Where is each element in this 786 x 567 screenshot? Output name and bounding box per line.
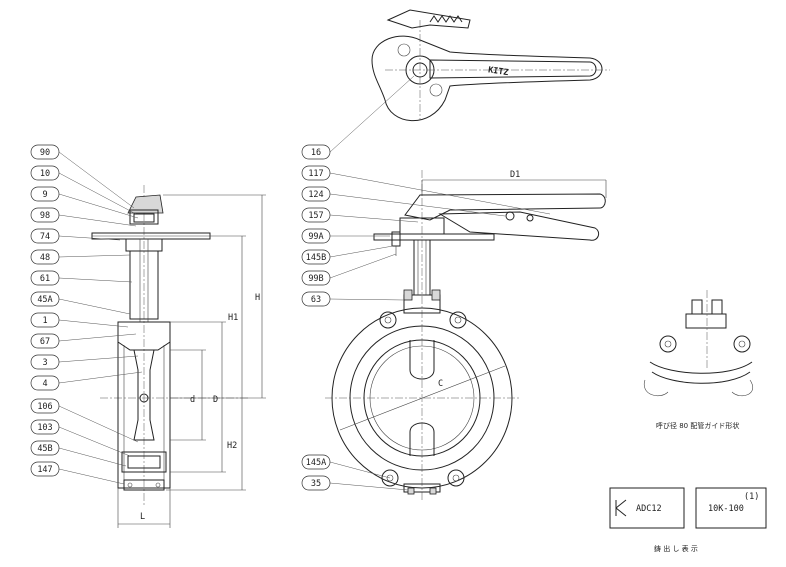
section-view: H H1 H2 D d L bbox=[91, 185, 266, 528]
svg-text:1: 1 bbox=[42, 316, 47, 326]
part-bubble: 157 bbox=[301, 207, 331, 223]
kitz-mark-icon bbox=[615, 499, 627, 517]
svg-text:16: 16 bbox=[311, 148, 321, 158]
part-bubble: 4 bbox=[30, 375, 60, 391]
dim-d-inner-label: d bbox=[190, 395, 195, 405]
svg-text:4: 4 bbox=[42, 379, 47, 389]
svg-text:61: 61 bbox=[40, 274, 50, 284]
svg-text:145A: 145A bbox=[306, 458, 326, 468]
right-leaders bbox=[329, 75, 551, 491]
marking-caption: 鋳 出 し 表 示 bbox=[654, 544, 698, 553]
svg-text:90: 90 bbox=[40, 148, 50, 158]
part-bubble: 10 bbox=[30, 165, 60, 181]
svg-text:145B: 145B bbox=[306, 253, 326, 263]
detail-caption: 呼び径 80 配管ガイド形状 bbox=[656, 421, 739, 430]
dim-l-label: L bbox=[140, 512, 145, 522]
part-bubble: 106 bbox=[30, 398, 60, 414]
svg-text:63: 63 bbox=[311, 295, 321, 305]
part-bubble: 48 bbox=[30, 249, 60, 265]
part-bubbles-left: 90 10 9 98 74 48 61 45A 1 67 3 4 106 103… bbox=[30, 144, 60, 477]
part-bubble: 98 bbox=[30, 207, 60, 223]
dim-d-outer-label: D bbox=[213, 395, 218, 405]
part-bubble: 99A bbox=[301, 228, 331, 244]
part-bubble: 9 bbox=[30, 186, 60, 202]
svg-text:98: 98 bbox=[40, 211, 50, 221]
svg-text:3: 3 bbox=[42, 358, 47, 368]
dim-d1-label: D1 bbox=[510, 170, 520, 180]
svg-text:103: 103 bbox=[37, 423, 52, 433]
part-bubble: 63 bbox=[301, 291, 331, 307]
part-bubble: 99B bbox=[301, 270, 331, 286]
part-bubble: 90 bbox=[30, 144, 60, 160]
svg-text:35: 35 bbox=[311, 479, 321, 489]
part-bubble: 67 bbox=[30, 333, 60, 349]
svg-text:106: 106 bbox=[37, 402, 52, 412]
material-mark: ADC12 bbox=[636, 504, 662, 514]
part-bubble: 124 bbox=[301, 186, 331, 202]
part-bubble: 45A bbox=[30, 291, 60, 307]
svg-text:99B: 99B bbox=[308, 274, 323, 284]
part-bubble: 35 bbox=[301, 475, 331, 491]
dim-h-label: H bbox=[255, 293, 260, 303]
svg-text:147: 147 bbox=[37, 465, 52, 475]
svg-text:9: 9 bbox=[42, 190, 47, 200]
dim-c-label: C bbox=[438, 379, 443, 389]
svg-text:67: 67 bbox=[40, 337, 50, 347]
svg-text:157: 157 bbox=[308, 211, 323, 221]
part-bubble: 103 bbox=[30, 419, 60, 435]
dim-h2-label: H2 bbox=[227, 441, 237, 451]
part-bubble: 3 bbox=[30, 354, 60, 370]
part-bubble: 1 bbox=[30, 312, 60, 328]
svg-text:45A: 45A bbox=[37, 295, 52, 305]
svg-text:45B: 45B bbox=[37, 444, 52, 454]
part-bubble: 147 bbox=[30, 461, 60, 477]
part-bubble: 74 bbox=[30, 228, 60, 244]
handle-brand-text: KITZ bbox=[487, 65, 509, 78]
rating-note: (1) bbox=[744, 492, 759, 502]
part-bubble: 145A bbox=[301, 454, 331, 470]
part-bubble: 61 bbox=[30, 270, 60, 286]
dim-h1-label: H1 bbox=[228, 313, 238, 323]
part-bubble: 117 bbox=[301, 165, 331, 181]
casting-marking: ADC12 (1) 10K-100 鋳 出 し 表 示 bbox=[609, 487, 767, 553]
svg-text:117: 117 bbox=[308, 169, 323, 179]
svg-text:74: 74 bbox=[40, 232, 50, 242]
rating-mark: 10K-100 bbox=[708, 504, 744, 514]
part-bubble: 45B bbox=[30, 440, 60, 456]
part-bubbles-right: 16 117 124 157 99A 145B 99B 63 145A 35 bbox=[301, 144, 331, 491]
front-view: C D1 bbox=[325, 170, 607, 500]
part-bubble: 145B bbox=[301, 249, 331, 265]
top-view-handle: KITZ bbox=[371, 9, 610, 122]
svg-text:10: 10 bbox=[40, 169, 50, 179]
detail-view: 呼び径 80 配管ガイド形状 bbox=[643, 290, 753, 430]
part-bubble: 16 bbox=[301, 144, 331, 160]
left-leaders bbox=[58, 151, 143, 485]
svg-text:48: 48 bbox=[40, 253, 50, 263]
svg-text:124: 124 bbox=[308, 190, 323, 200]
svg-text:99A: 99A bbox=[308, 232, 323, 242]
